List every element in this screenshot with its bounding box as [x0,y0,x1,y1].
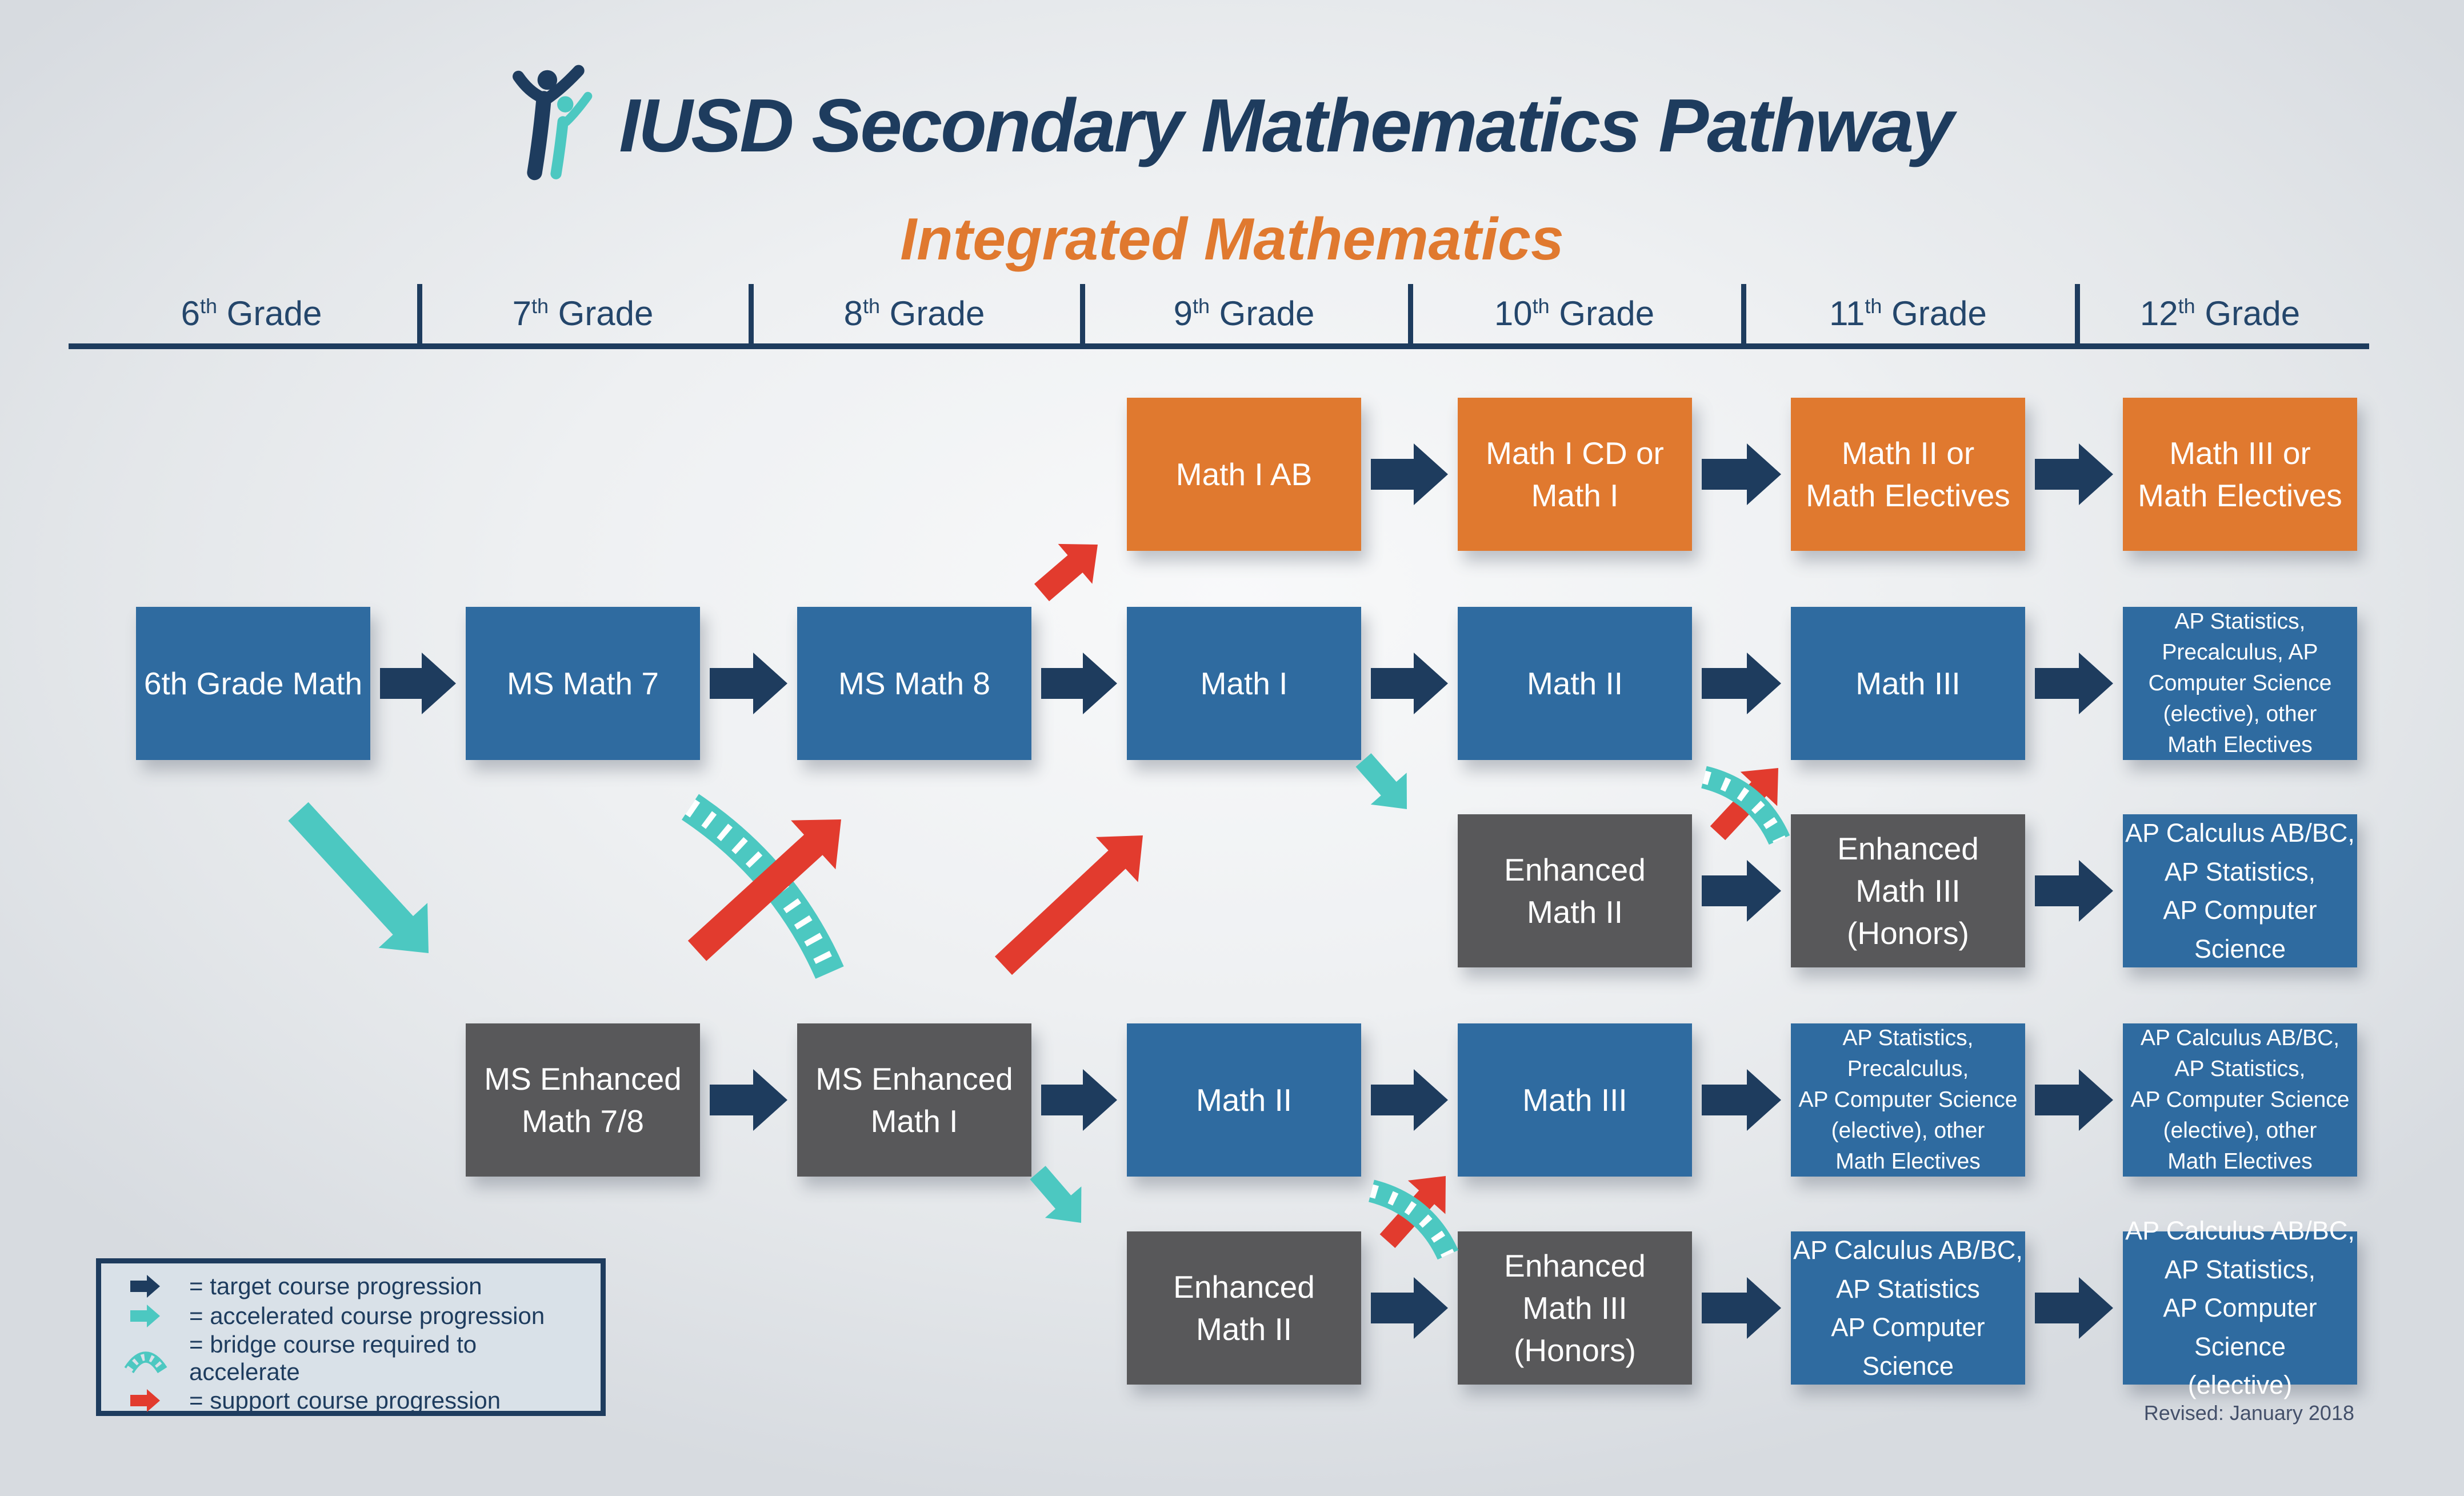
iusd-logo-icon [513,65,593,181]
legend-item-target: = target course progression [116,1271,586,1301]
target-arrow-row3-col5 [2035,860,2113,922]
legend-item-bridge: = bridge course required to accelerate [116,1331,586,1386]
course-box-math-3-or-electives: Math III or Math Electives [2123,398,2357,551]
course-box-math-3: Math III [1791,607,2025,760]
support-enhanced-2-to-math-3 [1710,768,1779,841]
accelerated-arrow-icon [130,1305,160,1327]
grade-label-8th: 8th Grade [843,294,985,333]
target-arrow-row4-col5 [2035,1069,2113,1131]
revised-date: Revised: January 2018 [2143,1401,2354,1425]
grade-axis-tick [1408,284,1413,349]
course-box-ap-calc-stats-cs: AP Calculus AB/BC, AP Statistics, AP Com… [2123,814,2357,967]
target-arrow-row4-col1 [710,1069,787,1131]
grade-axis-tick [2075,284,2080,349]
course-box-ms-math-8: MS Math 8 [797,607,1031,760]
legend-item-support: = support course progression [116,1386,586,1415]
legend-item-accelerated: = accelerated course progression [116,1301,586,1331]
support-math-2-accel-to-math-3 [1379,1175,1446,1249]
course-box-ap-calc-stats-cs-11: AP Calculus AB/BC, AP Statistics AP Comp… [1791,1231,2025,1385]
support-math-1-to-math-1-ab [1034,543,1098,602]
bridge-enhanced-2-to-enhanced-3-stripes [1702,770,1786,843]
course-box-ap-calc-stats-cs-elective-12: AP Calculus AB/BC, AP Statistics, AP Com… [2123,1216,2357,1399]
target-arrow-row4-col3 [1371,1069,1448,1131]
grade-axis-tick [1741,284,1746,349]
course-box-grade6-math: 6th Grade Math [136,607,370,760]
page-title: IUSD Secondary Mathematics Pathway [619,83,1954,167]
grade-label-12th: 12th Grade [2139,294,2301,333]
support-ms-enhanced-78-to-ms-math-8 [687,819,841,961]
support-ms-enhanced-1-to-math-1 [994,835,1143,975]
grade-axis-tick [1080,284,1085,349]
bridge-math-2-accel-to-enhanced-3-stripes [1370,1184,1454,1258]
target-arrow-row1-col3 [1371,443,1448,505]
bridge-course-icon [124,1351,167,1373]
target-arrow-row5-col3 [1371,1277,1448,1339]
grade-label-6th: 6th Grade [181,294,322,333]
bridge-ms-math-to-enhanced-stripes [685,799,838,977]
accel-ms-enhanced-1-to-enhanced-2 [1030,1166,1082,1223]
target-arrow-row4-col4 [1702,1069,1781,1131]
grade-axis-baseline [69,343,2369,349]
support-arrow-icon [130,1389,160,1412]
target-arrow-row3-col4 [1702,860,1781,922]
course-box-ms-enhanced-math-1: MS Enhanced Math I [797,1023,1031,1177]
course-box-math-2-or-electives: Math II or Math Electives [1791,398,2025,551]
course-box-ms-enhanced-math-78: MS Enhanced Math 7/8 [466,1023,700,1177]
page-subtitle: Integrated Mathematics [900,206,1564,273]
course-box-math-3-accel: Math III [1458,1023,1692,1177]
target-arrow-row2-col5 [2035,653,2113,714]
grade-label-7th: 7th Grade [512,294,654,333]
grade-axis-tick [417,284,422,349]
target-arrow-icon [130,1275,160,1298]
target-arrow-row2-col3 [1371,653,1448,714]
target-arrow-row1-col5 [2035,443,2113,505]
grade-label-9th: 9th Grade [1173,294,1315,333]
course-box-math-2-accel: Math II [1127,1023,1361,1177]
course-box-ap-stats-precalc-electives: AP Statistics, Precalculus, AP Computer … [2123,607,2357,760]
grade-label-10th: 10th Grade [1494,294,1655,333]
bridge-enhanced-2-to-enhanced-3 [1701,766,1790,845]
grade-label-11th: 11th Grade [1829,294,1987,333]
target-arrow-row2-col0 [380,653,456,714]
bridge-ms-math-to-enhanced [681,794,844,979]
course-box-math-2: Math II [1458,607,1692,760]
header: IUSD Secondary Mathematics Pathway [0,64,2464,186]
target-arrow-row1-col4 [1702,443,1781,505]
target-arrow-row4-col2 [1041,1069,1117,1131]
target-arrow-row2-col1 [710,653,787,714]
course-box-ap-stats-precalc-electives-11: AP Statistics, Precalculus, AP Computer … [1791,1023,2025,1177]
bridge-math-2-accel-to-enhanced-3 [1368,1179,1459,1260]
course-box-math-1: Math I [1127,607,1361,760]
accel-grade6-to-ms-enhanced-78 [288,802,429,954]
course-box-enhanced-math-2: Enhanced Math II [1458,814,1692,967]
course-box-enhanced-math-3-honors: Enhanced Math III (Honors) [1791,814,2025,967]
target-arrow-row2-col4 [1702,653,1781,714]
grade-axis-tick [749,284,754,349]
course-box-ap-calc-stats-cs-electives-12: AP Calculus AB/BC, AP Statistics, AP Com… [2123,1023,2357,1177]
legend-label-bridge: = bridge course required to accelerate [189,1331,477,1385]
course-box-math-1-cd-or-math-1: Math I CD or Math I [1458,398,1692,551]
course-box-ms-math-7: MS Math 7 [466,607,700,760]
target-arrow-row2-col2 [1041,653,1117,714]
course-box-math-1-ab: Math I AB [1127,398,1361,551]
legend-label-support: = support course progression [189,1387,501,1414]
course-box-enhanced-math-3-honors-accel: Enhanced Math III (Honors) [1458,1231,1692,1385]
target-arrow-row5-col5 [2035,1277,2113,1339]
target-arrow-row5-col4 [1702,1277,1781,1339]
legend: = target course progression = accelerate… [96,1258,606,1416]
legend-label-target: = target course progression [189,1273,482,1299]
course-box-enhanced-math-2-accel: Enhanced Math II [1127,1231,1361,1385]
legend-label-accelerated: = accelerated course progression [189,1302,545,1329]
